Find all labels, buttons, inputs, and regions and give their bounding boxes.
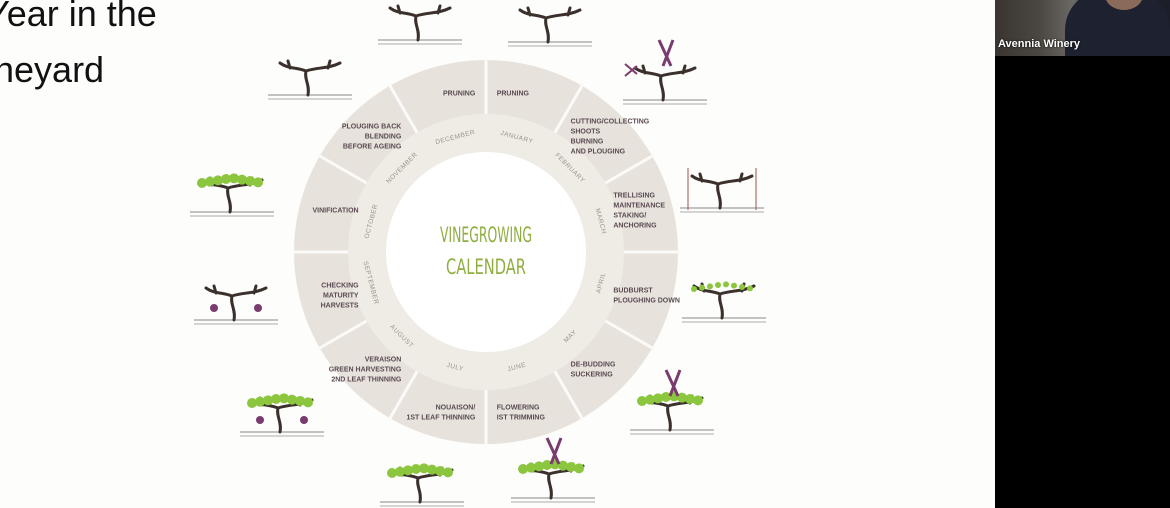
task-label: DE-BUDDING xyxy=(571,362,616,369)
leafy-vine-icon xyxy=(190,173,274,217)
task-label: BLENDING xyxy=(365,133,402,140)
budburst-vine-icon xyxy=(682,281,766,323)
trellis-vine-icon xyxy=(680,168,764,213)
segment-divider xyxy=(604,319,655,351)
shared-slide: Year in the ineyard PRUNINGJANUARYCUTTIN… xyxy=(0,0,995,508)
pruning-shears-vine-icon xyxy=(623,39,707,105)
task-label: BURNING xyxy=(571,138,604,145)
slide-title: Year in the ineyard xyxy=(0,0,157,98)
segment-divider xyxy=(317,319,368,351)
segment-june: FLOWERING IST TRIMMING JUNE xyxy=(497,362,546,422)
task-label: VINIFICATION xyxy=(312,207,358,214)
center-title-line: VINEGROWING xyxy=(440,223,532,247)
month-label: JULY xyxy=(446,362,465,373)
task-label: HARVESTS xyxy=(321,303,359,310)
participant-face xyxy=(1105,0,1143,10)
task-label: PLOUGHING DOWN xyxy=(613,298,680,305)
slide-title-line-1: Year in the xyxy=(0,0,157,34)
slide-title-line-2: ineyard xyxy=(0,49,105,90)
task-label: TRELLISING xyxy=(613,192,655,199)
task-label: STAKING/ xyxy=(613,212,646,219)
segment-july: NOUAISON/1ST LEAF THINNING JULY xyxy=(406,362,475,422)
participant-video-tile[interactable]: Avennia Winery xyxy=(995,0,1170,56)
task-label: NOUAISON/ xyxy=(436,404,476,411)
vinegrowing-calendar-diagram: PRUNINGJANUARYCUTTING/COLLECTINGSHOOTSBU… xyxy=(190,4,766,507)
task-label: BUDBURST xyxy=(613,288,653,295)
task-label: SUCKERING xyxy=(571,372,614,379)
task-label: FLOWERING xyxy=(497,404,540,411)
task-label: VERAISON xyxy=(365,357,402,364)
segment-divider xyxy=(553,83,585,134)
center-title-line: CALENDAR xyxy=(446,255,526,279)
task-label: IST TRIMMING xyxy=(497,414,546,421)
segment-divider xyxy=(317,153,368,185)
task-label: ANCHORING xyxy=(613,222,657,229)
shears-leafy-vine-icon xyxy=(511,437,595,503)
task-label: CUTTING/COLLECTING xyxy=(571,118,650,125)
task-label: 2ND LEAF THINNING xyxy=(331,377,402,384)
task-label: PRUNING xyxy=(443,91,476,98)
task-label: 1ST LEAF THINNING xyxy=(406,414,475,421)
harvest-grape-vine-icon xyxy=(194,284,278,325)
task-label: GREEN HARVESTING xyxy=(329,367,402,374)
participant-panel: Avennia Winery xyxy=(995,0,1170,508)
month-label: JUNE xyxy=(507,362,527,374)
bare-vine-icon xyxy=(378,4,462,45)
task-label: PLOUGING BACK xyxy=(342,123,402,130)
segment-divider xyxy=(604,153,655,185)
center-circle xyxy=(386,152,586,352)
task-label: CHECKING xyxy=(321,283,359,290)
task-label: BEFORE AGEING xyxy=(343,143,402,150)
task-label: PRUNING xyxy=(497,91,530,98)
trimmed-leafy-vine-icon xyxy=(380,463,464,507)
segment-divider xyxy=(387,370,419,421)
bare-vine-icon xyxy=(508,6,592,47)
segment-divider xyxy=(387,83,419,134)
task-label: MAINTENANCE xyxy=(613,202,665,209)
task-label: AND PLOUGING xyxy=(571,148,626,155)
bare-vine-icon xyxy=(268,59,352,100)
shears-leafy-vine-icon xyxy=(630,369,714,435)
grape-leafy-vine-icon xyxy=(240,393,324,437)
task-label: MATURITY xyxy=(323,293,359,300)
task-label: SHOOTS xyxy=(571,128,601,135)
segment-divider xyxy=(553,370,585,421)
participant-name: Avennia Winery xyxy=(998,38,1081,50)
